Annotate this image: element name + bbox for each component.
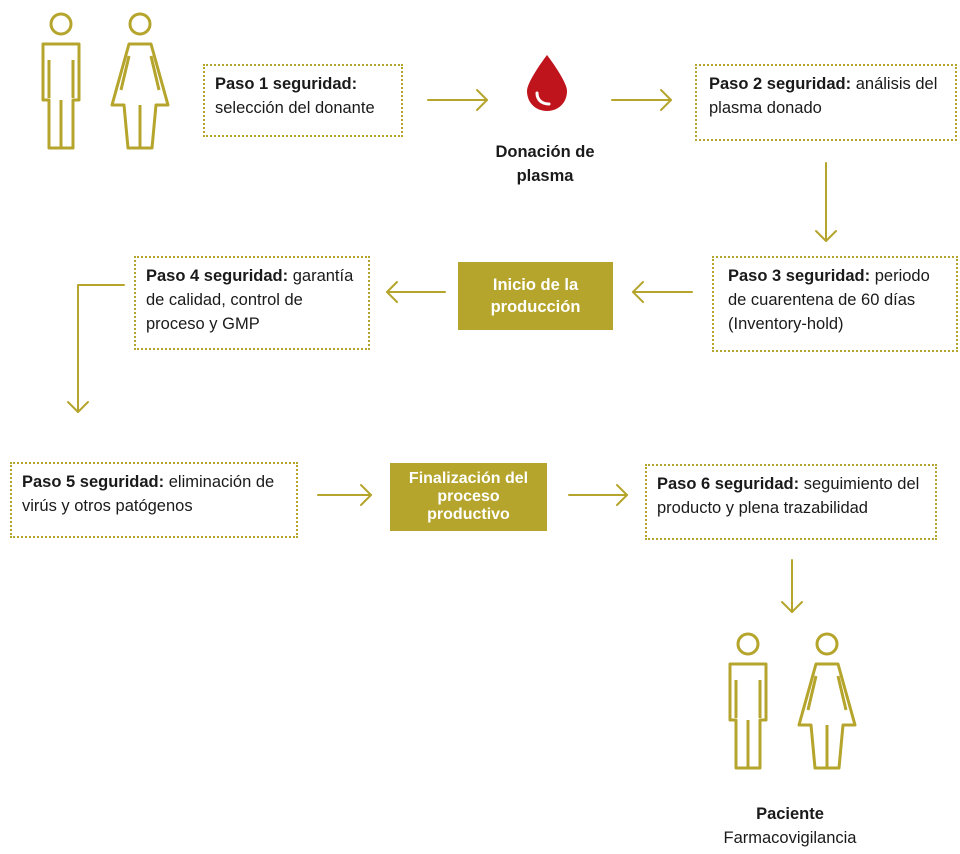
patient-label: Paciente Farmacovigilancia xyxy=(700,802,880,850)
arrow-step5-to-production-end xyxy=(317,484,372,506)
arrow-production-end-to-step6 xyxy=(568,484,628,506)
arrow-step4-to-step5 xyxy=(67,284,125,413)
arrow-step6-to-patient xyxy=(781,559,803,613)
arrow-step2-to-step3 xyxy=(815,162,837,242)
step-6-text: seguimiento del producto y plena trazabi… xyxy=(657,475,920,517)
arrow-donation-to-step2 xyxy=(611,89,672,111)
step-1-box: Paso 1 seguridad: selección del donante xyxy=(203,64,403,137)
step-2-title: Paso 2 seguridad: xyxy=(709,75,852,93)
step-2-box: Paso 2 seguridad: análisis del plasma do… xyxy=(695,64,957,141)
blood-drop-icon xyxy=(527,55,567,111)
patient-title: Paciente xyxy=(756,805,824,823)
arrow-step1-to-donation xyxy=(427,89,488,111)
patients-man-woman-icon xyxy=(728,632,857,770)
step-6-title: Paso 6 seguridad: xyxy=(657,475,800,493)
step-5-title: Paso 5 seguridad: xyxy=(22,473,165,491)
step-6-box: Paso 6 seguridad: seguimiento del produc… xyxy=(645,464,937,540)
step-3-title: Paso 3 seguridad: xyxy=(728,267,871,285)
step-1-text: selección del donante xyxy=(215,99,375,117)
production-end-box: Finalización del proceso productivo xyxy=(390,463,547,531)
patient-subtitle: Farmacovigilancia xyxy=(723,829,857,847)
arrow-step3-to-production-start xyxy=(632,281,693,303)
step-2-text: análisis del plasma donado xyxy=(709,75,938,117)
step-5-box: Paso 5 seguridad: eliminación de virús y… xyxy=(10,462,298,538)
donation-label: Donación de plasma xyxy=(495,143,595,185)
step-4-text: garantía de calidad, control de proceso … xyxy=(146,267,354,333)
step-3-text: periodo de cuarentena de 60 días (Invent… xyxy=(728,267,930,333)
step-3-box: Paso 3 seguridad: periodo de cuarentena … xyxy=(712,256,958,352)
step-4-box: Paso 4 seguridad: garantía de calidad, c… xyxy=(134,256,370,350)
step-5-text: eliminación de virús y otros patógenos xyxy=(22,473,275,515)
step-4-title: Paso 4 seguridad: xyxy=(146,267,289,285)
donors-man-woman-icon xyxy=(41,12,170,150)
step-1-title: Paso 1 seguridad: xyxy=(215,75,358,93)
arrow-production-start-to-step4 xyxy=(386,281,446,303)
production-start-box: Inicio de la producción xyxy=(458,262,613,330)
